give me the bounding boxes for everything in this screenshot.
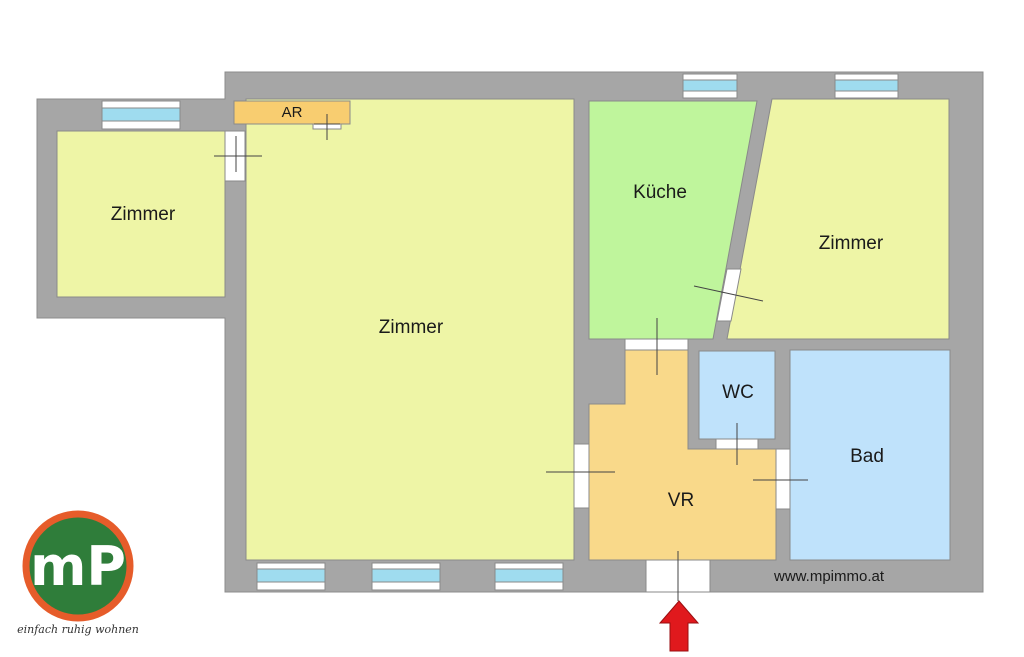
windows [101,73,899,591]
label-zimmer-main: Zimmer [379,317,444,338]
label-zimmer-left: Zimmer [111,204,176,225]
room-bad [789,349,951,561]
room-kueche [588,100,758,340]
window-bottom-1 [256,562,326,591]
doors [214,114,808,601]
door-zimmer-main [573,443,590,509]
room-vr [588,349,777,561]
label-kueche: Küche [633,182,687,203]
tagline: einfach ruhig wohnen [17,623,139,636]
window-top-zimmer-right [834,73,899,99]
website-url: www.mpimmo.at [773,568,885,585]
room-zimmer-main [245,98,575,561]
window-left-top [101,100,181,130]
label-zimmer-right: Zimmer [819,233,884,254]
window-top-kueche [682,73,738,99]
room-zimmer-left [56,130,226,298]
door-bad [775,448,791,510]
window-bottom-3 [494,562,564,591]
arrow-up-icon [658,600,700,652]
room-ar [233,100,351,125]
label-bad: Bad [850,446,884,467]
door-zimmer-right [716,268,742,322]
label-wc: WC [722,382,754,403]
label-vr: VR [668,490,694,511]
room-zimmer-right [726,98,950,340]
logo: mP [22,510,134,622]
window-bottom-2 [371,562,441,591]
logo-text: mP [30,535,126,598]
label-ar: AR [282,104,303,121]
